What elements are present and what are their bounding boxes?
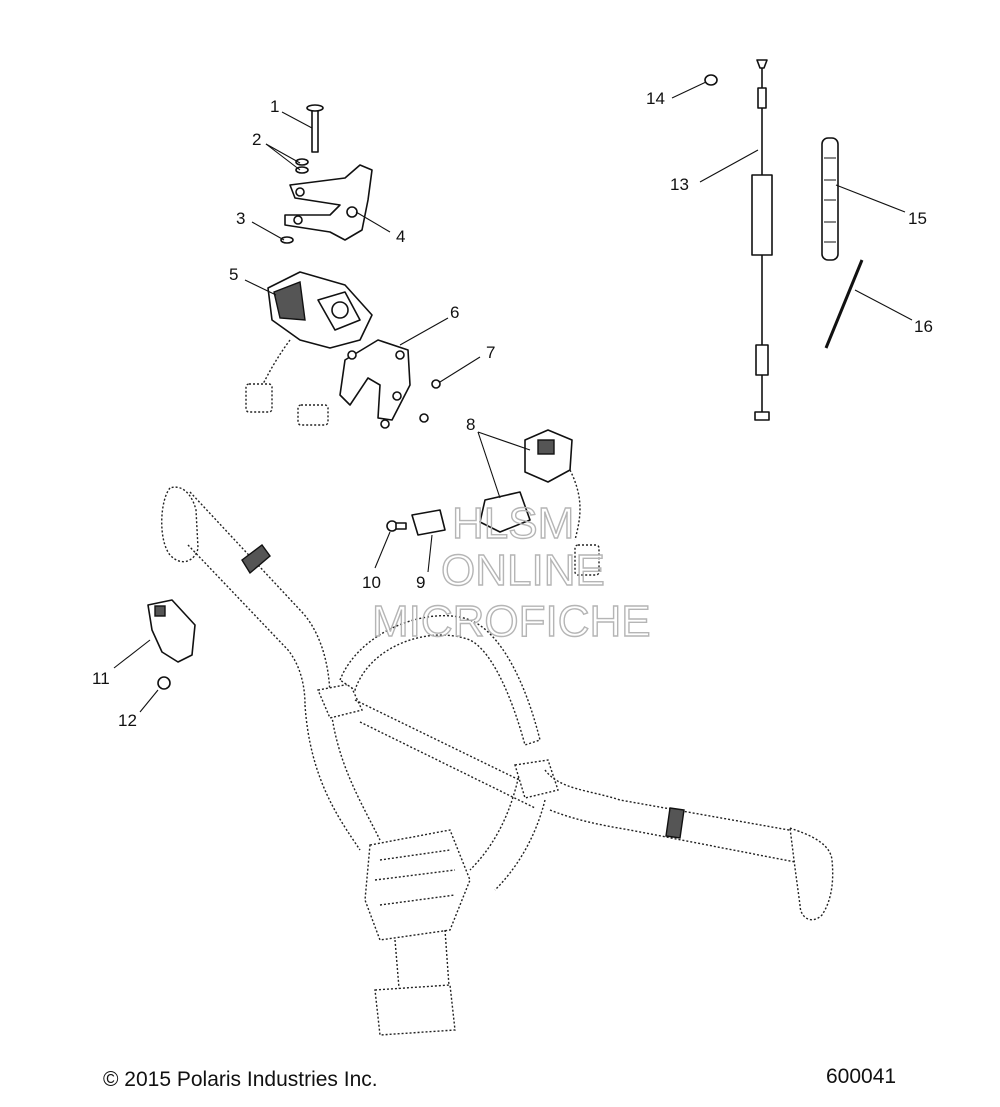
callout-1: 1	[270, 97, 279, 116]
callout-8: 8	[466, 415, 475, 434]
callout-labels: 1 2 3 4 5 6 7 8 9 10 11 12 13 14 15 16	[92, 89, 933, 730]
handlebar-assembly	[161, 486, 834, 1036]
part-16-tie	[824, 259, 864, 349]
callout-2: 2	[252, 130, 261, 149]
part-6-clamp	[339, 339, 411, 421]
callout-4: 4	[396, 227, 405, 246]
part-14-clip	[704, 74, 718, 86]
watermark-line-2: ONLINE	[441, 546, 605, 595]
callout-15: 15	[908, 209, 927, 228]
part-7-screws	[380, 379, 441, 429]
callout-5: 5	[229, 265, 238, 284]
callout-10: 10	[362, 573, 381, 592]
part-15-sleeve	[821, 137, 839, 261]
callout-3: 3	[236, 209, 245, 228]
callout-6: 6	[450, 303, 459, 322]
watermark-line-3: MICROFICHE	[372, 597, 651, 646]
part-11-throttle	[147, 599, 196, 663]
part-5-switch-housing	[245, 271, 373, 426]
watermark-line-1: HLSM	[452, 499, 574, 548]
part-10-screw	[386, 520, 407, 532]
part-3-nut	[280, 236, 294, 244]
part-4-mount-bracket	[284, 164, 373, 241]
part-2-washers	[295, 158, 309, 174]
callout-16: 16	[914, 317, 933, 336]
watermark: HLSM ONLINE MICROFICHE	[371, 498, 651, 646]
callout-11: 11	[92, 669, 110, 688]
part-9-bracket	[411, 509, 446, 536]
callout-12: 12	[118, 711, 137, 730]
callout-9: 9	[416, 573, 425, 592]
callout-13: 13	[670, 175, 689, 194]
part-8-switch-harness	[479, 429, 600, 576]
part-13-cable	[751, 59, 773, 421]
callout-7: 7	[486, 343, 495, 362]
figure-number: 600041	[826, 1065, 897, 1088]
part-12-cap	[157, 676, 171, 690]
copyright-notice: © 2015 Polaris Industries Inc.	[103, 1068, 378, 1091]
leader-lines	[113, 81, 913, 713]
callout-14: 14	[646, 89, 665, 108]
part-1-bolt	[306, 104, 324, 153]
